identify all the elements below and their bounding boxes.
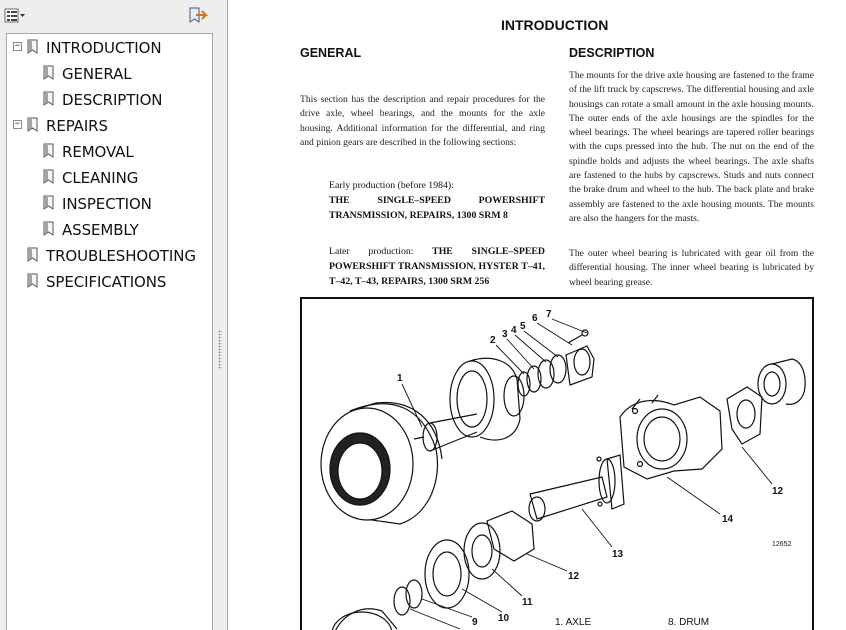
bookmark-label: CLEANING <box>62 169 139 187</box>
legend-item-axle: 1. AXLE <box>555 617 592 628</box>
bookmark-label: TROUBLESHOOTING <box>46 247 196 265</box>
reference-title: THE SINGLE–SPEED POWERSHIFT TRANSMISSION… <box>329 195 545 221</box>
exploded-view-figure: 1 2 3 4 5 6 7 12 14 13 12 11 10 9 5 1265… <box>300 297 814 630</box>
reference-later-production: Later production: THE SINGLE–SPEED POWER… <box>329 244 545 289</box>
callout-6: 6 <box>532 313 538 324</box>
bookmark-label: ASSEMBLY <box>62 221 139 239</box>
delete-bookmark-button[interactable] <box>188 7 208 25</box>
bookmark-label: SPECIFICATIONS <box>46 273 167 291</box>
panel-resize-bar[interactable] <box>214 0 227 630</box>
bookmarks-panel: − INTRODUCTION GENERAL DESCRIPTION − REP… <box>0 0 228 630</box>
section-heading-description: DESCRIPTION <box>569 46 655 60</box>
options-menu-icon <box>4 8 25 23</box>
bookmark-introduction[interactable]: − INTRODUCTION <box>7 37 207 59</box>
bookmark-troubleshooting[interactable]: TROUBLESHOOTING <box>7 245 207 267</box>
page-title: INTRODUCTION <box>501 17 609 33</box>
callout-9: 9 <box>472 617 478 628</box>
callout-14: 14 <box>722 514 734 525</box>
bookmarks-toolbar <box>0 0 214 32</box>
bookmark-label: REMOVAL <box>62 143 134 161</box>
bookmark-icon <box>43 221 54 236</box>
callout-2: 2 <box>490 335 496 346</box>
panel-splitter-grip[interactable] <box>218 330 222 370</box>
bookmark-description[interactable]: DESCRIPTION <box>7 89 207 111</box>
callout-7: 7 <box>546 309 552 320</box>
description-paragraph-1: The mounts for the drive axle housing ar… <box>569 70 814 224</box>
bookmark-repairs[interactable]: − REPAIRS <box>7 115 207 137</box>
callout-11: 11 <box>522 597 533 608</box>
bookmark-icon <box>43 91 54 106</box>
bookmark-icon <box>27 247 38 262</box>
reference-early-production: Early production (before 1984): THE SING… <box>329 178 545 223</box>
general-paragraph: This section has the description and rep… <box>300 94 545 148</box>
bookmark-label: DESCRIPTION <box>62 91 163 109</box>
document-page: INTRODUCTION GENERAL This section has th… <box>229 0 846 630</box>
bookmark-general[interactable]: GENERAL <box>7 63 207 85</box>
bookmark-icon <box>43 169 54 184</box>
callout-4: 4 <box>511 325 517 336</box>
bookmark-label: INTRODUCTION <box>46 39 162 57</box>
bookmark-inspection[interactable]: INSPECTION <box>7 193 207 215</box>
callout-5: 5 <box>520 321 526 332</box>
reference-title: THE SINGLE–SPEED POWERSHIFT TRANSMISSION… <box>329 246 545 287</box>
reference-prefix: Early production (before 1984): <box>329 180 454 191</box>
bookmark-icon <box>27 273 38 288</box>
bookmarks-tree: − INTRODUCTION GENERAL DESCRIPTION − REP… <box>6 33 213 630</box>
reference-prefix: Later production: <box>329 246 414 257</box>
bookmark-cleaning[interactable]: CLEANING <box>7 167 207 189</box>
description-paragraph-2: The outer wheel bearing is lubricated wi… <box>569 248 814 288</box>
drive-axle-exploded-drawing: 1 2 3 4 5 6 7 12 14 13 12 11 10 9 5 1265… <box>320 309 806 630</box>
legend-item-drum: 8. DRUM <box>668 617 710 628</box>
bookmark-icon <box>43 195 54 210</box>
bookmark-icon <box>27 39 38 54</box>
bookmark-assembly[interactable]: ASSEMBLY <box>7 219 207 241</box>
collapse-toggle-icon[interactable]: − <box>13 119 22 129</box>
bookmark-icon <box>43 143 54 158</box>
bookmark-label: GENERAL <box>62 65 132 83</box>
callout-3: 3 <box>502 329 508 340</box>
bookmark-specifications[interactable]: SPECIFICATIONS <box>7 271 207 293</box>
collapse-toggle-icon[interactable]: − <box>13 41 22 51</box>
bookmark-label: INSPECTION <box>62 195 152 213</box>
callout-10: 10 <box>498 613 510 624</box>
callout-12: 12 <box>772 486 784 497</box>
callout-12b: 12 <box>568 571 580 582</box>
bookmark-label: REPAIRS <box>46 117 108 135</box>
callout-13: 13 <box>612 549 624 560</box>
bookmark-icon <box>27 117 38 132</box>
callout-1: 1 <box>397 373 403 384</box>
delete-bookmark-icon <box>189 7 208 23</box>
bookmark-icon <box>43 65 54 80</box>
bookmark-removal[interactable]: REMOVAL <box>7 141 207 163</box>
figure-number: 12652 <box>772 541 792 548</box>
section-heading-general: GENERAL <box>300 46 362 60</box>
options-menu-button[interactable] <box>4 7 26 25</box>
